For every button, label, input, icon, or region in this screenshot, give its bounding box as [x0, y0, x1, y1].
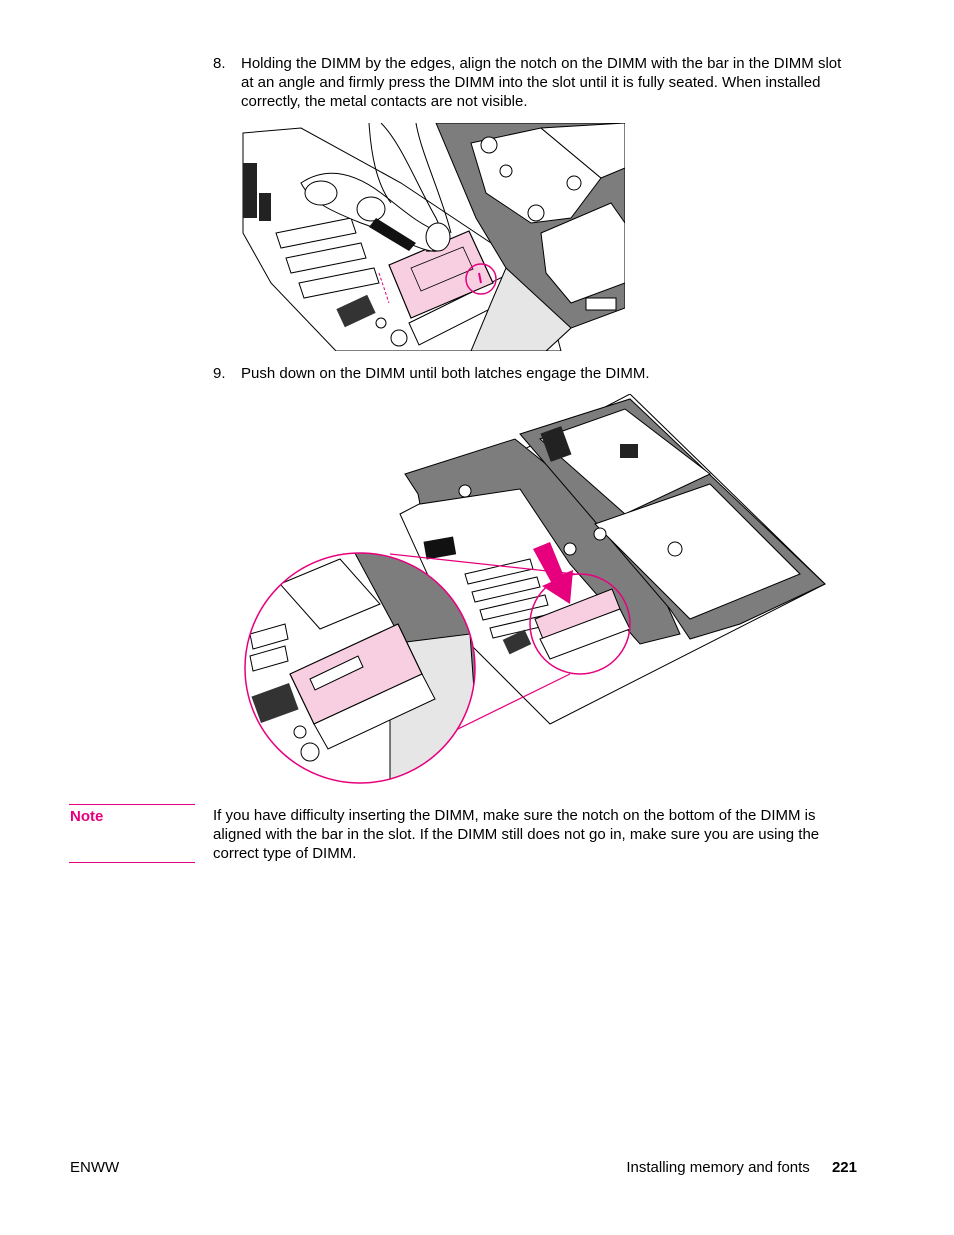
footer-doc-id: ENWW [70, 1159, 120, 1176]
footer-section: Installing memory and fonts 221 [626, 1158, 857, 1177]
note-text: If you have difficulty inserting the DIM… [213, 807, 820, 862]
page-number: 221 [831, 1159, 857, 1176]
dimm-latch-illustration [244, 394, 826, 784]
dimm-insert-illustration [242, 123, 625, 351]
footer-section-title: Installing memory and fonts [626, 1159, 810, 1176]
note-bottom-rule [69, 862, 195, 863]
step-number: 8. [213, 55, 226, 72]
note-top-rule [69, 804, 195, 805]
step-text: Push down on the DIMM until both latches… [241, 365, 650, 382]
step-text: Holding the DIMM by the edges, align the… [241, 55, 842, 110]
note-label: Note [70, 808, 104, 825]
step-number: 9. [213, 365, 226, 382]
